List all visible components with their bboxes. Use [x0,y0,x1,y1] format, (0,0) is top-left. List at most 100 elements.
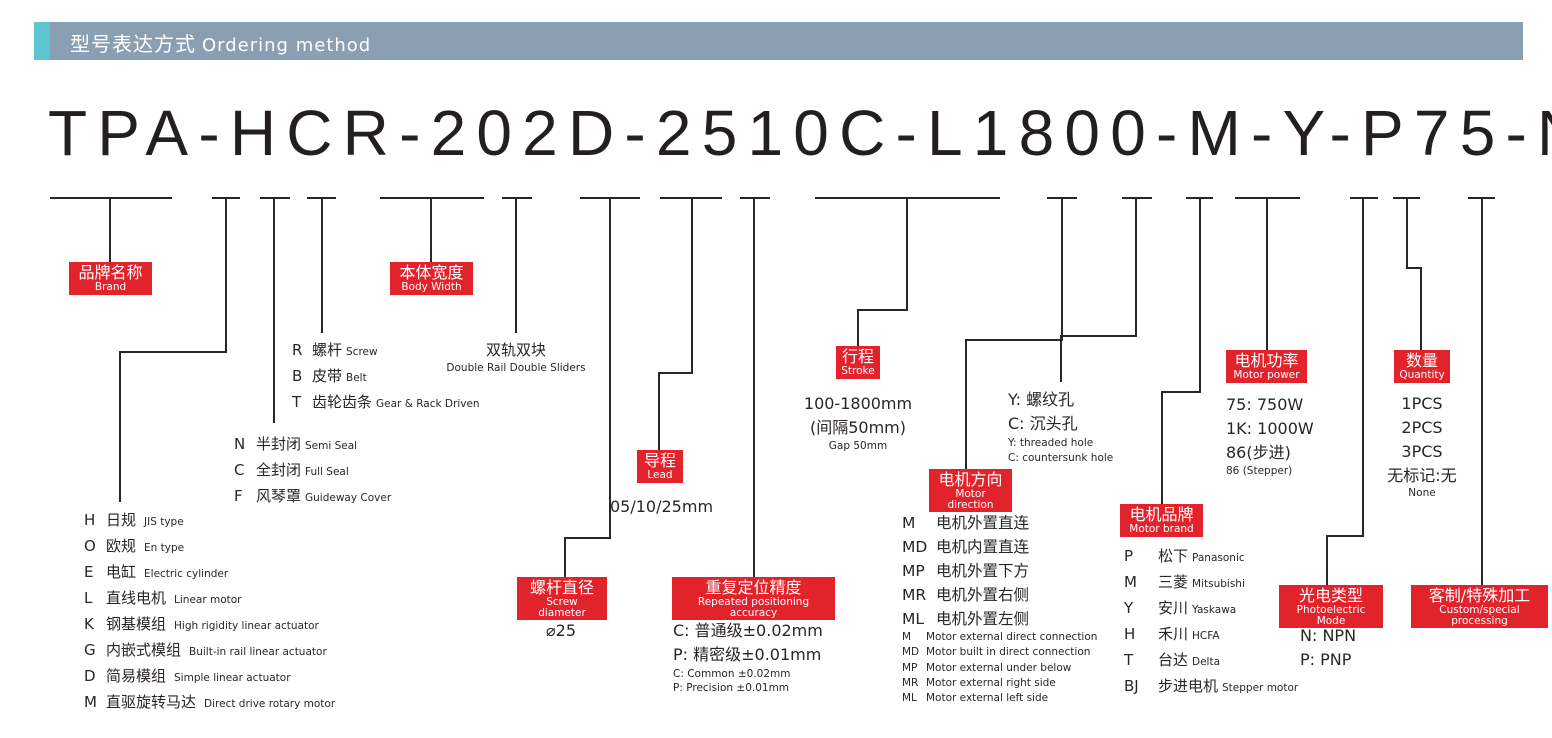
power-86: 86(步进) [1226,443,1291,462]
label-en: Quantity [1399,369,1445,381]
label-en: Photoelectric Mode [1296,604,1366,627]
option-cn: 日规 [106,511,137,529]
option-cn: 内嵌式模组 [106,641,182,659]
option-code: C [234,461,245,479]
label-cn: 电机品牌 [1129,505,1194,524]
photo-pnp: P: PNP [1300,650,1352,669]
option-cn: 全封闭 [256,461,302,479]
option-code: R [292,341,303,359]
label-en: Body Width [401,281,462,293]
option-row-en: M Motor external direct connection [902,630,1097,645]
option-en: HCFA [1192,630,1220,642]
option-cn: 电机外置直连 [936,514,1030,532]
option-en: Motor external direct connection [926,631,1098,643]
option-cn: 简易模组 [106,667,167,685]
option-en: Screw [346,346,378,358]
option-code: M [902,631,912,643]
option-code: H [84,511,96,529]
option-cn: 螺杆 [312,341,343,359]
stroke-range: 100-1800mm [803,394,913,413]
motor-brand-connector [1161,198,1201,504]
label-cn: 本体宽度 [399,263,464,282]
option-code: B [292,367,303,385]
hole-connector [1060,198,1137,382]
photoelectric-connector [1326,198,1364,585]
stroke-values: 100-1800mm (间隔50mm) Gap 50mm [798,392,918,452]
label-en: Motor direction [947,488,994,511]
option-code: P [1124,547,1134,565]
label-en: Motor power [1233,369,1300,381]
lead-connector [658,198,693,450]
option-cn: 直线电机 [106,589,167,607]
option-code: H [1124,625,1136,643]
label-cn: 光电类型 [1298,586,1363,605]
label-cn: 导程 [643,451,676,470]
label-cn: 行程 [841,347,874,366]
option-code: L [84,589,93,607]
option-code: MD [902,646,920,659]
screw-diameter-value: ⌀25 [546,621,576,640]
option-en: Full Seal [305,466,349,478]
option-cn: 电机外置下方 [936,562,1030,580]
label-en: Motor brand [1129,523,1194,535]
option-cn: 安川 [1158,599,1189,617]
option-cn: 电缸 [106,563,137,581]
motor-direction-connector [965,198,1063,469]
option-en: Motor built in direct connection [926,646,1091,659]
option-en: JIS type [144,516,184,528]
photo-npn: N: NPN [1300,626,1357,645]
label-cn: 电机方向 [938,470,1003,489]
qty-1: 1PCS [1401,394,1443,413]
option-en: Panasonic [1192,552,1245,564]
hole-c-en: C: countersunk hole [1008,452,1114,464]
option-cn: 电机外置左侧 [936,610,1030,628]
option-en: Guideway Cover [305,492,392,504]
option-en: Direct drive rotary motor [204,698,336,710]
option-row-en: MD Motor built in direct connection [902,645,1097,660]
power-1k: 1K: 1000W [1226,419,1314,438]
option-code: MR [902,586,927,604]
option-code: T [292,393,302,411]
option-cn: 松下 [1158,547,1189,565]
header-accent [34,22,50,60]
option-en: Yaskawa [1192,604,1237,616]
option-en: Gear & Rack Driven [376,398,480,410]
rail-cn: 双轨双块 [485,341,546,359]
label-en: Brand [94,281,127,293]
option-cn: 三菱 [1158,573,1189,591]
power-75: 75: 750W [1226,395,1304,414]
option-code: N [234,435,246,453]
option-code: MD [902,538,928,556]
qty-none-en: None [1408,487,1436,499]
option-code: Y [1124,599,1134,617]
option-cn: 钢基模组 [106,615,167,633]
option-en: Delta [1192,656,1221,668]
section-title-en: Ordering method [202,35,372,56]
option-en: Stepper motor [1222,682,1299,694]
type-connector [119,198,227,502]
label-en: Custom/special processing [1439,604,1520,627]
stroke-gap-cn: (间隔50mm) [809,418,907,437]
option-code: ML [902,610,925,628]
